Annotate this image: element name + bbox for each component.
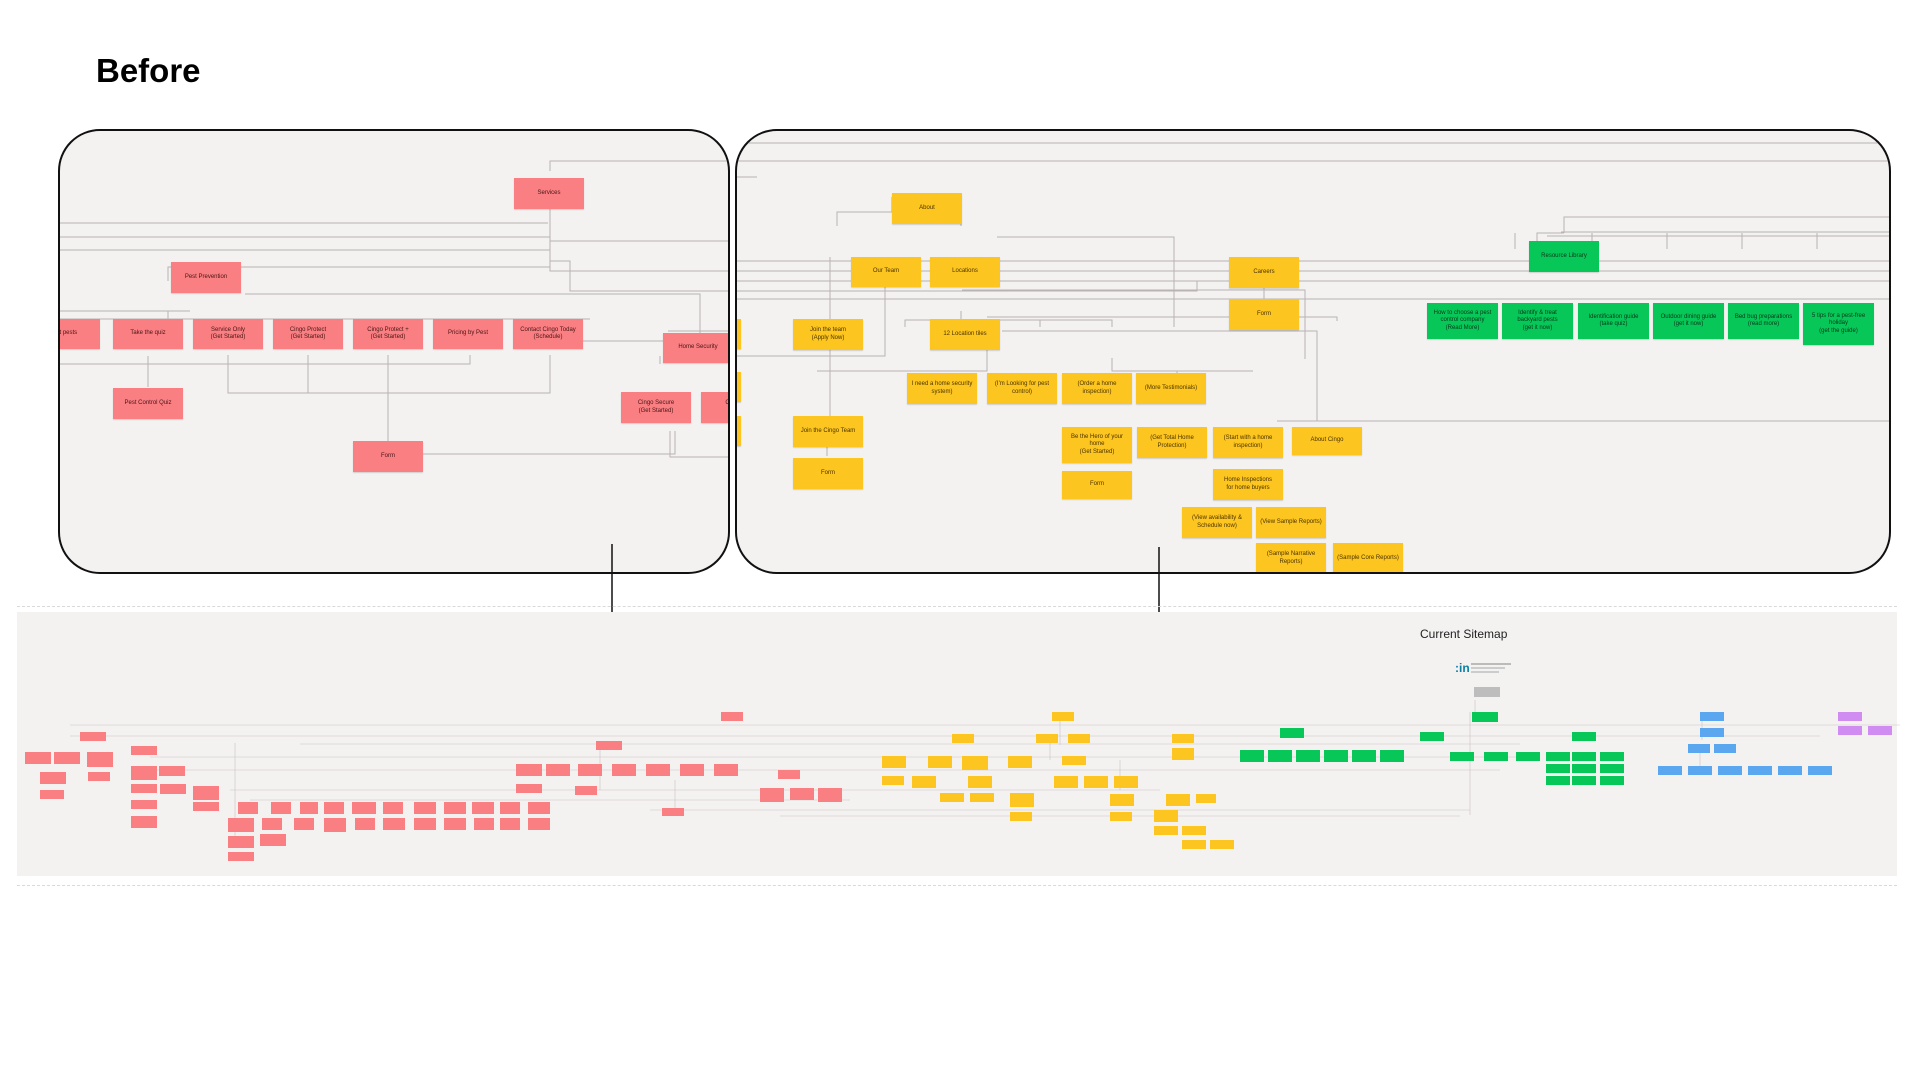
node-res-choose: How to choose a pest control company (Re… (1427, 303, 1498, 339)
node-pricing-by-pest: Pricing by Pest (433, 319, 503, 349)
page-heading: Before (96, 52, 201, 89)
node-take-quiz: Take the quiz (113, 319, 183, 349)
node-team-form: Form (793, 458, 863, 489)
node-pest-control-quiz: Pest Control Quiz (113, 388, 183, 419)
node-cingo-secure: Cingo Secure (Get Started) (621, 392, 691, 423)
node-left-edge-1 (737, 319, 741, 349)
svg-text::in: :in (1455, 661, 1470, 675)
band-top-dash (17, 606, 1897, 607)
mini-pink-nodes (25, 712, 842, 861)
node-location-tiles: 12 Location tiles (930, 319, 1000, 350)
node-services: Services (514, 178, 584, 209)
node-form: Form (353, 441, 423, 472)
mini-yellow-nodes (882, 712, 1234, 849)
mini-home-node (1474, 687, 1500, 697)
node-start-inspection: (Start with a home inspection) (1213, 427, 1283, 458)
node-careers-form: Form (1229, 299, 1299, 330)
node-our-team: Our Team (851, 257, 921, 287)
node-contact-cingo: Contact Cingo Today (Schedule) (513, 319, 583, 349)
node-res-guide: Identification guide (take quiz) (1578, 303, 1649, 339)
node-left-edge-2 (737, 372, 741, 402)
mini-green-nodes (1240, 712, 1624, 785)
node-view-availability: (View availability & Schedule now) (1182, 507, 1252, 538)
node-service-only: Service Only (Get Started) (193, 319, 263, 349)
node-res-identify: Identify & treat backyard pests (get it … (1502, 303, 1573, 339)
mini-purple-nodes (1838, 712, 1892, 735)
node-order-inspection: (Order a home inspection) (1062, 373, 1132, 404)
node-left-edge-3 (737, 416, 741, 446)
node-be-hero: Be the Hero of your home (Get Started) (1062, 427, 1132, 463)
left-zoom-panel: Services Pest Prevention ent pests Take … (58, 129, 730, 574)
node-home-security: Home Security (663, 333, 728, 363)
node-ent-pests: ent pests (60, 319, 100, 349)
node-hero-form: Form (1062, 471, 1132, 499)
node-res-bedbug: Bed bug preparations (read more) (1728, 303, 1799, 339)
node-need-security: I need a home security system) (907, 373, 977, 404)
node-more-testimonials: (More Testimonials) (1136, 373, 1206, 404)
node-careers: Careers (1229, 257, 1299, 288)
node-cingo-protect-plus: Cingo Protect + (Get Started) (353, 319, 423, 349)
node-resource-library: Resource Library (1529, 241, 1599, 272)
right-zoom-panel: About Our Team Locations Careers Form Re… (735, 129, 1891, 574)
node-sample-core: (Sample Core Reports) (1333, 543, 1403, 572)
node-locations: Locations (930, 257, 1000, 287)
node-res-tips: 5 tips for a pest-free holiday (get the … (1803, 303, 1874, 345)
sitemap-title: Current Sitemap (1420, 627, 1508, 641)
node-join-team: Join the team (Apply Now) (793, 319, 863, 350)
node-cingo-protect: Cingo Protect (Get Started) (273, 319, 343, 349)
node-cingo-s-partial: Cingo S (Ge (701, 392, 728, 423)
node-total-protection: (Get Total Home Protection) (1137, 427, 1207, 458)
mini-blue-nodes (1658, 712, 1832, 775)
node-sample-narrative: (Sample Narrative Reports) (1256, 543, 1326, 572)
band-bottom-dash (17, 885, 1897, 886)
node-join-cingo-team: Join the Cingo Team (793, 416, 863, 447)
node-about-cingo: About Cingo (1292, 427, 1362, 455)
node-inspections-buyers: Home Inspections for home buyers (1213, 469, 1283, 500)
cingo-logo-icon: :in (1455, 661, 1511, 675)
node-view-sample: (View Sample Reports) (1256, 507, 1326, 538)
node-about: About (892, 193, 962, 224)
node-res-outdoor: Outdoor dining guide (get it now) (1653, 303, 1724, 339)
node-pest-prevention: Pest Prevention (171, 262, 241, 293)
node-looking-pest: (I'm Looking for pest control) (987, 373, 1057, 404)
